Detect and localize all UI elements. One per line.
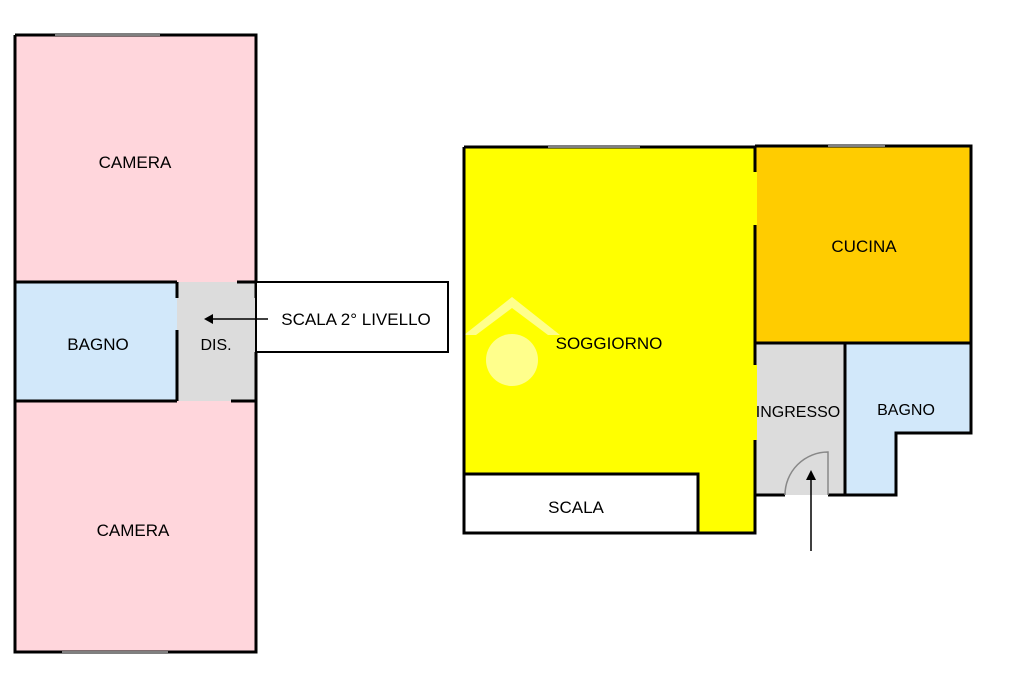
dis-room	[177, 282, 256, 401]
camera-top-room	[15, 35, 256, 282]
camera-bottom-room	[15, 401, 256, 652]
stair-2-box	[255, 281, 449, 353]
label-bagno-ground: BAGNO	[877, 402, 935, 419]
label-scala: SCALA	[548, 498, 604, 517]
label-camera-top: CAMERA	[99, 153, 172, 172]
label-cucina: CUCINA	[831, 237, 897, 256]
stair-arrow-head	[204, 314, 213, 324]
label-bagno-upper: BAGNO	[67, 335, 128, 354]
ground-floor-walls	[462, 144, 973, 535]
label-stair-2: SCALA 2° LIVELLO	[281, 310, 431, 329]
watermark-logo	[464, 297, 560, 386]
bagno-ground-room	[845, 343, 971, 495]
label-camera-bottom: CAMERA	[97, 521, 170, 540]
soggiorno-room	[464, 147, 755, 533]
bagno-upper-room	[15, 282, 177, 401]
scala-room	[464, 474, 698, 533]
label-dis: DIS.	[200, 337, 231, 354]
label-ingresso: INGRESSO	[756, 404, 840, 421]
entrance-door-swing	[784, 451, 829, 496]
label-soggiorno: SOGGIORNO	[556, 334, 663, 353]
cucina-room	[755, 146, 971, 343]
ingresso-room	[755, 343, 845, 495]
entrance-arrow-head	[806, 470, 816, 480]
